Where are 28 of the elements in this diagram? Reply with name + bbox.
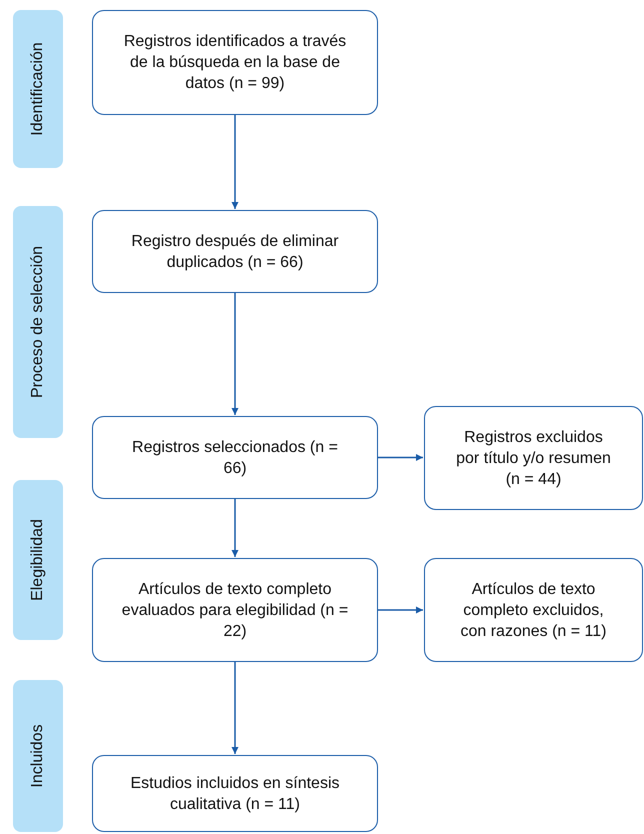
arrow bbox=[232, 662, 238, 754]
stage-label: Incluidos bbox=[28, 724, 47, 788]
box-text: Artículos de texto completo excluidos, con razones (n = 11) bbox=[459, 580, 608, 642]
box-text: Registros seleccionados (n = 66) bbox=[131, 438, 339, 478]
stage-band bbox=[13, 680, 63, 832]
stage-band bbox=[13, 206, 63, 438]
arrow bbox=[232, 115, 238, 209]
process-box bbox=[92, 755, 378, 832]
process-box bbox=[92, 416, 378, 499]
stage-label: Proceso de selección bbox=[28, 246, 47, 398]
box-text: Registros identificados a través de la búsqueda en la base de datos (n = 99) bbox=[122, 32, 348, 94]
process-box bbox=[92, 10, 378, 115]
stage-band bbox=[13, 10, 63, 168]
arrow bbox=[232, 293, 238, 415]
box-text: Registros excluidos por título y/o resumen (n = 44) bbox=[455, 428, 612, 490]
box-text: Registro después de eliminar duplicados (n = 66) bbox=[130, 232, 340, 272]
stage-label: Elegibilidad bbox=[28, 519, 47, 601]
stage-band bbox=[13, 480, 63, 640]
arrow bbox=[232, 499, 238, 557]
process-box bbox=[424, 406, 643, 510]
process-box bbox=[424, 558, 643, 662]
box-text: Estudios incluidos en síntesis cualitativa (n = 11) bbox=[130, 774, 340, 814]
process-box bbox=[92, 210, 378, 293]
box-text: Artículos de texto completo evaluados para elegibilidad (n = 22) bbox=[120, 580, 350, 642]
process-box bbox=[92, 558, 378, 662]
stage-label: Identificación bbox=[28, 42, 47, 136]
arrow bbox=[378, 454, 423, 461]
arrow bbox=[378, 606, 423, 614]
